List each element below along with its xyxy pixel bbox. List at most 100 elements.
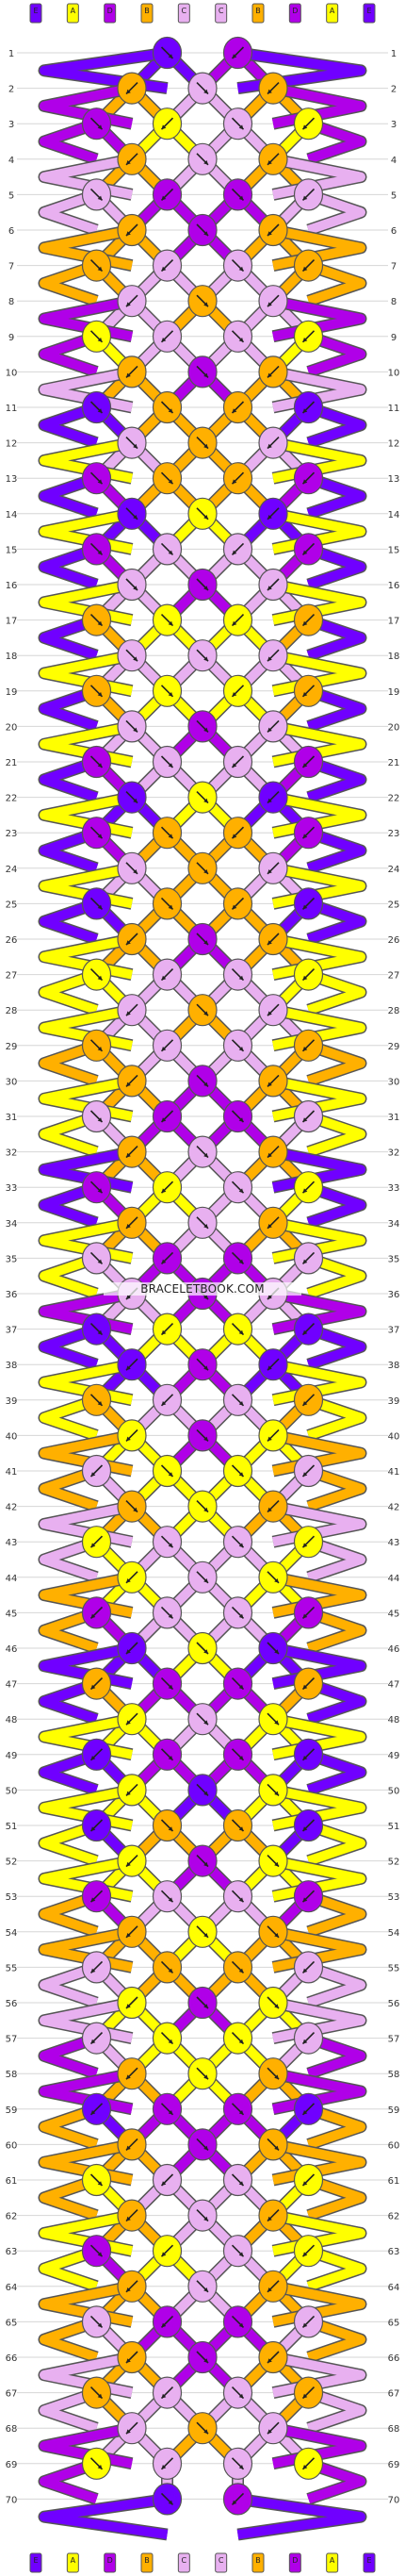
- row-number-right: 29: [388, 1042, 400, 1052]
- knot-arrowhead: [97, 620, 103, 626]
- row-number-left: 45: [6, 1609, 18, 1619]
- row-number-left: 57: [6, 2035, 18, 2045]
- knot-arrowhead: [126, 1082, 131, 1087]
- string-tag-bottom: D: [104, 2552, 117, 2573]
- knot-arrowhead: [168, 1826, 173, 1831]
- row-number-left: 32: [6, 1148, 18, 1159]
- knot-arrowhead: [267, 869, 272, 874]
- knot-arrowhead: [232, 904, 237, 910]
- string-tag-box: [326, 3, 339, 24]
- row-number-left: 35: [6, 1254, 18, 1264]
- edge-strand: [40, 1041, 99, 1086]
- knot-arrowhead: [168, 1756, 173, 1760]
- row-number-right: 10: [388, 368, 400, 378]
- knot-arrowhead: [203, 372, 208, 378]
- string-tag-top: B: [140, 3, 154, 24]
- string-tag-bottom: C: [177, 2552, 190, 2573]
- row-number-right: 4: [391, 156, 397, 166]
- knot-arrowhead: [302, 338, 308, 342]
- knot-arrowhead: [97, 2322, 103, 2328]
- knot-arrowhead: [238, 1756, 244, 1760]
- row-number-left: 31: [6, 1113, 18, 1123]
- knot-arrowhead: [267, 2287, 272, 2292]
- row-number-right: 70: [388, 2495, 400, 2505]
- edge-strand: [306, 1537, 365, 1582]
- knot-arrowhead: [302, 266, 308, 272]
- edge-strand: [40, 544, 99, 589]
- string-tag-box: [215, 2552, 228, 2573]
- string-tag-box: [363, 2552, 376, 2573]
- knot-arrowhead: [97, 2181, 103, 2186]
- knot-arrowhead: [97, 479, 103, 485]
- knot-arrowhead: [302, 195, 308, 201]
- knot-arrowhead: [161, 1047, 167, 1051]
- knot-arrowhead: [302, 834, 308, 839]
- edge-strand: [306, 899, 365, 944]
- string-tag-bottom: A: [326, 2552, 339, 2573]
- row-number-right: 9: [391, 333, 397, 343]
- knot-arrowhead: [161, 1401, 167, 1406]
- knot-arrowhead: [126, 231, 131, 236]
- string-letter: B: [144, 7, 150, 15]
- edge-strand: [40, 1608, 99, 1653]
- knot-arrowhead: [97, 1401, 103, 1406]
- knot-arrowhead: [267, 2358, 272, 2363]
- string-tag-box: [66, 3, 79, 24]
- row-number-left: 38: [6, 1361, 18, 1371]
- string-tag-bottom: C: [215, 2552, 228, 2573]
- edge-strand: [306, 828, 365, 873]
- knot-arrowhead: [97, 2393, 103, 2399]
- knot-arrowhead: [133, 1507, 138, 1512]
- string-tag-top: E: [29, 3, 42, 24]
- string-tag-top: A: [326, 3, 339, 24]
- string-tag-box: [251, 3, 265, 24]
- edge-strand: [306, 1041, 365, 1086]
- knot-arrowhead: [267, 586, 272, 590]
- knot-arrowhead: [274, 1791, 279, 1796]
- knot-arrowhead: [203, 231, 208, 236]
- edge-strand: [306, 190, 365, 235]
- knot-arrowhead: [203, 586, 208, 590]
- string-tag-box: [177, 3, 190, 24]
- knot-arrowhead: [126, 1436, 131, 1442]
- knot-arrowhead: [302, 2181, 308, 2186]
- string-letter: E: [366, 2556, 371, 2565]
- string-letter: A: [71, 7, 76, 15]
- knot-arrowhead: [302, 1684, 308, 1690]
- knot-arrowhead: [302, 1188, 308, 1194]
- knot-arrowhead: [267, 231, 272, 236]
- row-number-right: 56: [388, 1999, 400, 2009]
- edge-strand: [306, 1466, 365, 1511]
- knot-arrowhead: [203, 2358, 208, 2363]
- row-number-right: 34: [388, 1219, 400, 1230]
- knot-arrowhead: [97, 1047, 103, 1051]
- knot-arrowhead: [203, 1365, 208, 1371]
- row-number-right: 31: [388, 1113, 400, 1123]
- knot-arrowhead: [238, 124, 244, 130]
- knot-arrowhead: [168, 2110, 173, 2115]
- knot-arrowhead: [126, 2074, 131, 2080]
- knot-arrowhead: [126, 372, 131, 378]
- knot-arrowhead: [168, 692, 173, 697]
- knot-arrowhead: [232, 550, 237, 555]
- knot-arrowhead: [232, 834, 237, 839]
- knot-arrowhead: [238, 2393, 244, 2399]
- knot-arrowhead: [168, 2039, 173, 2044]
- row-number-left: 20: [6, 722, 18, 733]
- knot-arrowhead: [203, 1507, 208, 1512]
- knot-arrowhead: [274, 1649, 279, 1654]
- knot-arrowhead: [238, 1259, 244, 1264]
- edge-strand: [40, 1678, 99, 1724]
- row-number-left: 6: [8, 226, 14, 237]
- string-letter: C: [219, 2556, 224, 2565]
- row-number-left: 40: [6, 1431, 18, 1442]
- knot-arrowhead: [302, 1117, 308, 1122]
- row-number-left: 10: [6, 368, 18, 378]
- row-number-left: 50: [6, 1786, 18, 1796]
- knot-arrowhead: [126, 1861, 131, 1867]
- row-number-right: 13: [388, 474, 400, 485]
- edge-strand: [306, 2033, 365, 2078]
- knot-arrowhead: [267, 940, 272, 945]
- edge-strand: [236, 2494, 365, 2539]
- knot-arrowhead: [203, 2074, 208, 2080]
